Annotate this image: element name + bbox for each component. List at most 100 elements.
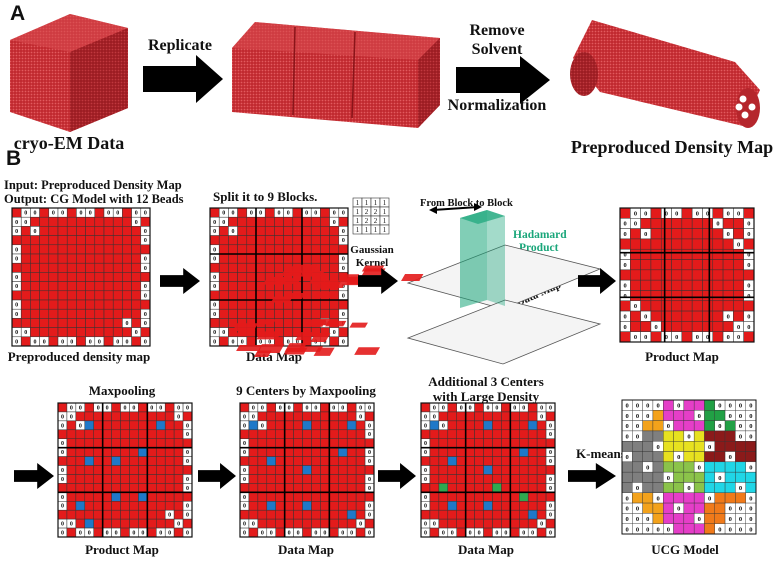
- grid-zero-label: 0: [98, 339, 101, 345]
- grid-zero-label: 0: [232, 339, 235, 345]
- hadamard-prism: [460, 210, 487, 308]
- grid-zero-label: 0: [70, 405, 73, 411]
- grid-zero-label: 0: [61, 450, 64, 456]
- grid-zero-label: 0: [687, 434, 690, 441]
- grid-zero-label: 0: [737, 334, 740, 341]
- grid-zero-label: 0: [368, 477, 371, 483]
- grid-zero-label: 0: [706, 334, 709, 341]
- grid-zero-label: 0: [15, 284, 18, 290]
- grid-zero-label: 0: [636, 423, 639, 430]
- grid-zero-label: 0: [675, 210, 678, 217]
- arrow-to-ucg: [568, 463, 616, 489]
- grid-zero-label: 0: [213, 275, 216, 281]
- grid-zero-label: 0: [624, 231, 627, 238]
- grid-zero-label: 0: [243, 450, 246, 456]
- grid-zero-label: 0: [186, 405, 189, 411]
- grid-zero-label: 0: [634, 210, 637, 217]
- grid-zero-label: 0: [749, 506, 752, 513]
- grid-zero-label: 0: [341, 530, 344, 536]
- grid-zero-label: 0: [61, 477, 64, 483]
- grid-zero-label: 0: [15, 303, 18, 309]
- grid-zero-label: 0: [626, 434, 629, 441]
- grid-zero-label: 0: [624, 262, 627, 269]
- grid-zero-label: 0: [729, 516, 732, 523]
- grid-zero-label: 0: [442, 405, 445, 411]
- grid-zero-label: 0: [15, 247, 18, 253]
- grid-zero-label: 0: [368, 432, 371, 438]
- grid-zero-label: 0: [268, 339, 271, 345]
- grid-zero-label: 0: [737, 210, 740, 217]
- grid-zero-label: 0: [667, 475, 670, 482]
- grid-zero-label: 0: [624, 252, 627, 259]
- grid-zero-label: 0: [739, 485, 742, 492]
- arrow-to-hadamard: [358, 268, 398, 294]
- grid-zero-label: 0: [718, 423, 721, 430]
- grid-zero-label: 0: [624, 313, 627, 320]
- caption-ucg-model: UCG Model: [651, 542, 719, 557]
- grid-zero-label: 0: [213, 339, 216, 345]
- grid-zero-label: 0: [368, 459, 371, 465]
- grid-zero-label: 0: [634, 334, 637, 341]
- kernel-value: 1: [356, 199, 360, 207]
- grid-zero-label: 0: [626, 413, 629, 420]
- grid-zero-label: 0: [106, 530, 109, 536]
- grid-zero-label: 0: [342, 293, 345, 299]
- grid-zero-label: 0: [213, 247, 216, 253]
- grid-zero-label: 0: [747, 324, 750, 331]
- grid-zero-label: 0: [626, 454, 629, 461]
- grid-zero-label: 0: [626, 495, 629, 502]
- grid-zero-label: 0: [729, 526, 732, 533]
- grid-zero-label: 0: [177, 414, 180, 420]
- grid-zero-label: 0: [132, 405, 135, 411]
- grid-zero-label: 0: [424, 504, 427, 510]
- input-line: Input: Preproduced Density Map: [4, 178, 182, 192]
- grid-zero-label: 0: [342, 266, 345, 272]
- kernel-value: 2: [365, 217, 369, 225]
- grid-zero-label: 0: [135, 220, 138, 226]
- grid-zero-label: 0: [34, 211, 37, 217]
- grid-zero-label: 0: [80, 211, 83, 217]
- grid-zero-label: 0: [708, 495, 711, 502]
- gaussian-label-1: Gaussian: [350, 244, 394, 256]
- grid-zero-label: 0: [749, 434, 752, 441]
- arrow-to-product-map: [578, 268, 616, 294]
- grid-zero-label: 0: [644, 210, 647, 217]
- grid-zero-label: 0: [89, 339, 92, 345]
- grid-zero-label: 0: [144, 284, 147, 290]
- grid-zero-label: 0: [739, 434, 742, 441]
- grid-zero-label: 0: [341, 405, 344, 411]
- grid-zero-label: 0: [34, 229, 37, 235]
- grid-zero-label: 0: [79, 405, 82, 411]
- grid-zero-label: 0: [495, 530, 498, 536]
- grid-zero-label: 0: [70, 339, 73, 345]
- grid-zero-label: 0: [646, 403, 649, 410]
- grid-zero-label: 0: [24, 220, 27, 226]
- grid-zero-label: 0: [70, 414, 73, 420]
- block-shift-arrow: [432, 206, 479, 211]
- grid-zero-label: 0: [342, 284, 345, 290]
- grid-zero-label: 0: [716, 221, 719, 228]
- grid-zero-label: 0: [61, 495, 64, 501]
- title-additional-1: Additional 3 Centers: [428, 374, 544, 389]
- grid-zero-label: 0: [144, 266, 147, 272]
- grid-zero-label: 0: [696, 210, 699, 217]
- grid-zero-label: 0: [739, 403, 742, 410]
- grid-zero-label: 0: [368, 423, 371, 429]
- grid-zero-label: 0: [696, 334, 699, 341]
- kernel-value: 1: [374, 226, 378, 234]
- grid-zero-label: 0: [644, 313, 647, 320]
- grid-zero-label: 0: [314, 211, 317, 217]
- grid-zero-label: 0: [259, 339, 262, 345]
- grid-zero-label: 0: [186, 477, 189, 483]
- grid-zero-label: 0: [132, 530, 135, 536]
- grid-zero-label: 0: [549, 486, 552, 492]
- grid-zero-label: 0: [270, 530, 273, 536]
- grid-zero-label: 0: [116, 211, 119, 217]
- grid-zero-label: 0: [644, 231, 647, 238]
- caption-data-map-3: Data Map: [458, 542, 514, 557]
- grid-zero-label: 0: [144, 321, 147, 327]
- grid-zero-label: 0: [460, 405, 463, 411]
- grid-zero-label: 0: [727, 231, 730, 238]
